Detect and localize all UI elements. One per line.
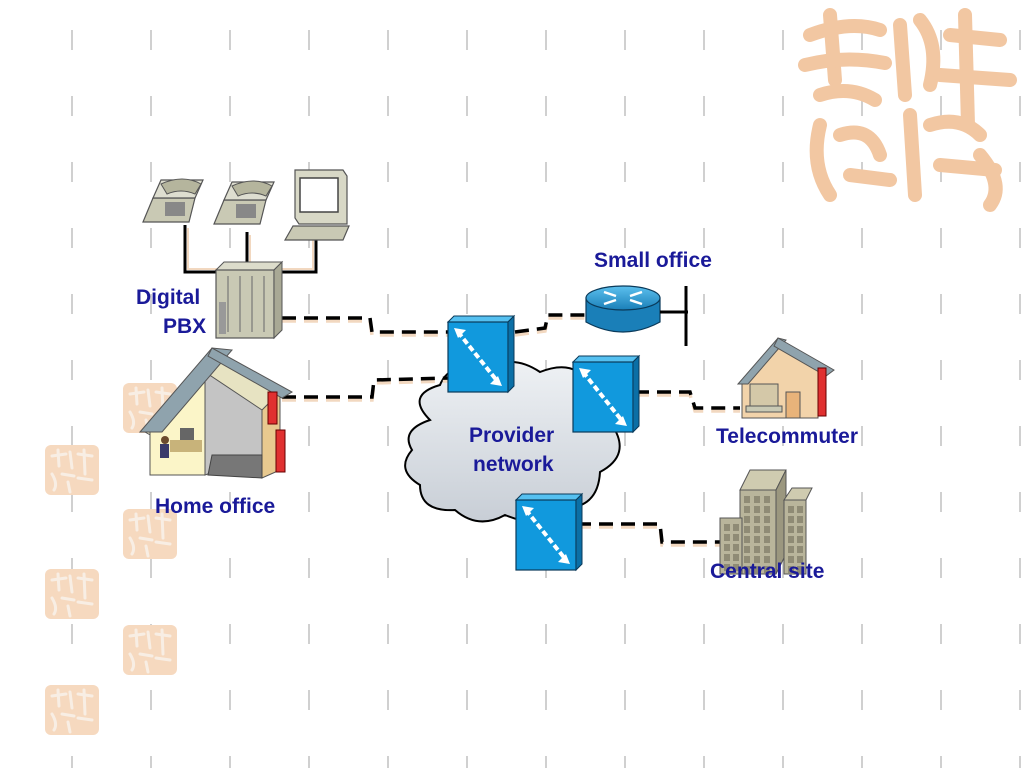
seal-icon: [44, 568, 100, 620]
dashed-links: [282, 313, 740, 547]
telecommuter-house-icon: [736, 337, 835, 419]
router-icon: [585, 285, 661, 333]
seal-icon: [122, 624, 178, 676]
computer-terminal-icon: [283, 169, 350, 241]
seal-icon: [44, 444, 100, 496]
home-office-house-icon: [138, 347, 294, 479]
home-office-label: Home office: [155, 495, 276, 518]
pbx-label: PBX: [163, 315, 207, 338]
pbx-icon: [214, 260, 284, 340]
large-calligraphy-seal: [798, 8, 1017, 212]
digital-label: Digital: [136, 286, 201, 309]
seal-icon: [44, 684, 100, 736]
building-icon: [719, 469, 813, 575]
switch-icon: [446, 314, 516, 394]
telecommuter-label: Telecommuter: [716, 425, 858, 448]
phone-icon: [142, 178, 204, 223]
pbx-wiring: [183, 225, 318, 274]
phone-icon: [213, 180, 275, 225]
provider-label: Provider: [469, 424, 555, 447]
ethernet-segment: [660, 286, 688, 346]
switch-icon: [514, 492, 584, 572]
seal-icon: [122, 508, 178, 560]
network-label: network: [473, 453, 554, 476]
switches: [446, 314, 641, 572]
small-office-label: Small office: [594, 249, 712, 272]
central-site-label: Central site: [710, 560, 825, 583]
switch-icon: [571, 354, 641, 434]
